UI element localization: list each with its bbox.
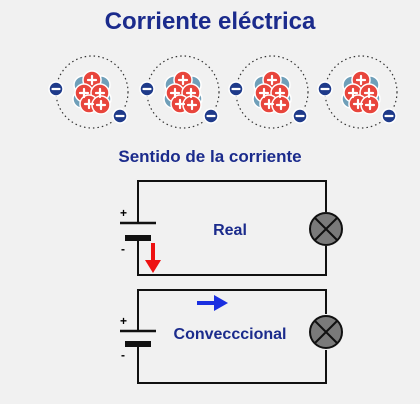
electron-icon xyxy=(380,107,398,125)
lamp-icon xyxy=(309,315,343,349)
atom-1 xyxy=(47,55,129,129)
electron-icon xyxy=(227,80,245,98)
circuit-real: + - Real xyxy=(120,180,343,276)
circuit-label-conventional: Convecccional xyxy=(174,326,287,343)
circuit-conventional: + - Convecccional xyxy=(120,289,343,384)
electron-icon xyxy=(138,80,156,98)
electron-icon xyxy=(316,80,334,98)
arrow-right-icon xyxy=(197,295,228,311)
circuit-wire xyxy=(137,289,327,384)
electron-icon xyxy=(47,80,65,98)
electron-icon xyxy=(111,107,129,125)
atom-2 xyxy=(138,55,220,129)
lamp-icon xyxy=(309,212,343,246)
battery-minus-sign: - xyxy=(121,242,125,256)
circuit-label-real: Real xyxy=(213,222,247,239)
electron-icon xyxy=(291,107,309,125)
battery-plus-sign: + xyxy=(120,206,127,220)
electron-icon xyxy=(202,107,220,125)
battery-minus-sign: - xyxy=(121,348,125,362)
atom-4 xyxy=(316,55,398,129)
battery-plus-sign: + xyxy=(120,314,127,328)
page-title: Corriente eléctrica xyxy=(104,8,316,35)
circuit-wire xyxy=(137,180,327,276)
atom-3 xyxy=(227,55,309,129)
arrow-down-icon xyxy=(145,243,161,273)
section-subtitle: Sentido de la corriente xyxy=(118,147,302,166)
